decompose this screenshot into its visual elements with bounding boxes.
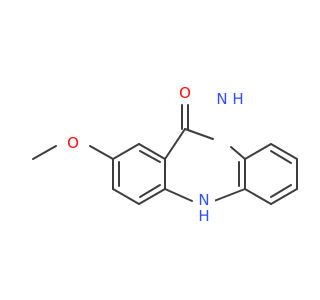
atom-label-upper-hydrogen: H bbox=[232, 90, 243, 108]
bond-right-ring-5-inner bbox=[270, 184, 292, 198]
atom-label-methoxy-oxygen: O bbox=[67, 134, 79, 152]
atom-label-lower-hydrogen: H bbox=[198, 207, 209, 225]
bond-right-ring-3 bbox=[270, 143, 298, 160]
bond-right-ring-3-inner bbox=[270, 150, 292, 164]
bond-nh-right-ring bbox=[230, 146, 246, 160]
bond-right-ring-2 bbox=[244, 143, 272, 160]
bond-oxygen-ring bbox=[89, 145, 114, 160]
bond-left-ring-5 bbox=[138, 143, 166, 160]
bond-left-ring-3-inner bbox=[139, 184, 161, 198]
bond-group bbox=[32, 104, 298, 205]
atom-label-group: O O N H N H bbox=[64, 82, 248, 226]
bond-left-ring-lower-nh bbox=[164, 188, 193, 202]
atom-label-carbonyl-oxygen: O bbox=[179, 84, 191, 102]
atom-bg-lower-nh bbox=[193, 190, 215, 226]
atom-bg-methoxy-oxygen bbox=[64, 132, 82, 154]
bond-left-ring-5-inner bbox=[139, 150, 161, 163]
bond-left-ring-3 bbox=[138, 188, 166, 205]
bond-ring-carbonyl bbox=[164, 128, 186, 160]
bond-methyl-oxygen bbox=[32, 145, 57, 160]
bond-right-ring-5 bbox=[270, 188, 298, 205]
bond-right-ring-6 bbox=[244, 188, 272, 205]
atom-bg-carbonyl-oxygen bbox=[176, 82, 194, 104]
bond-left-ring-2 bbox=[112, 188, 140, 205]
bond-lower-nh-right-ring bbox=[213, 188, 246, 202]
atom-label-lower-nitrogen: N bbox=[198, 191, 209, 209]
atom-bg-upper-nh bbox=[212, 88, 248, 110]
bond-carbonyl-nh bbox=[184, 128, 214, 140]
molecule-structure-diagram: O O N H N H bbox=[32, 82, 298, 226]
atom-label-upper-nitrogen: N bbox=[216, 90, 227, 108]
bond-left-ring-6 bbox=[112, 143, 140, 160]
